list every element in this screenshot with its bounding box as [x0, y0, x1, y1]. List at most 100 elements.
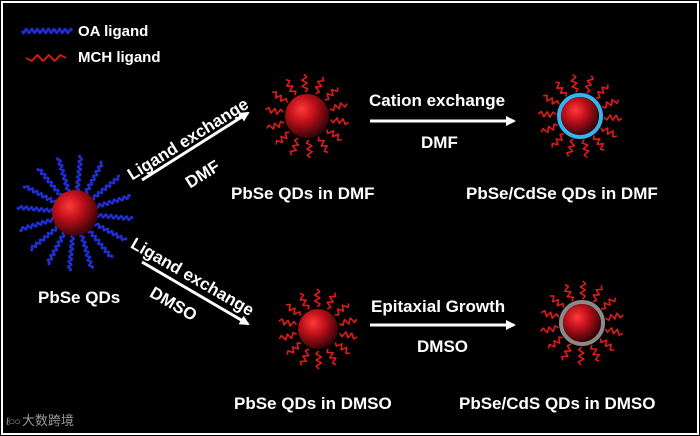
- mch-ligand-chain: [286, 342, 302, 355]
- mch-ligand-chain: [537, 110, 557, 118]
- oa-ligand-chain: [16, 204, 55, 214]
- caption-pbse-dmf: PbSe QDs in DMF: [231, 184, 375, 203]
- mch-ligand-chain: [549, 295, 565, 308]
- mch-ligand-chain: [551, 133, 565, 148]
- mch-ligand-chain: [547, 336, 563, 349]
- qd-core: [561, 97, 599, 135]
- qd-shell: [559, 300, 605, 346]
- oa-ligand-chain: [74, 154, 84, 193]
- oa-ligand-chain: [66, 233, 76, 272]
- caption-pbse-cds-dmso: PbSe/CdS QDs in DMSO: [459, 394, 656, 413]
- mch-ligand-chain: [599, 338, 615, 351]
- mch-ligand-chain: [540, 123, 559, 134]
- oa-ligand-chain: [79, 233, 95, 270]
- mch-ligand-chain: [314, 76, 325, 95]
- mch-ligand-chain: [265, 106, 284, 115]
- label-epitaxial-growth: Epitaxial Growth: [371, 297, 506, 316]
- oa-ligand-chain: [93, 222, 128, 242]
- mch-ligand-chain: [324, 87, 339, 101]
- arrow-ligand-exchange-dmf: [141, 111, 250, 182]
- legend-mch-swatch: [25, 54, 67, 62]
- mch-ligand-chain: [579, 280, 587, 300]
- mch-ligand-chain: [605, 312, 624, 321]
- label-dmf-cation-arrow: DMF: [421, 133, 458, 152]
- mch-ligand-chain: [326, 292, 337, 310]
- caption-pbse-cdse-dmf: PbSe/CdSe QDs in DMF: [466, 184, 658, 203]
- caption-pbse-qds: PbSe QDs: [38, 288, 121, 307]
- qd-mch-cdse-shell: [537, 73, 623, 159]
- mch-ligand-chain: [266, 120, 285, 130]
- mch-ligand-chain: [313, 288, 321, 308]
- oa-ligand-chain: [91, 174, 121, 201]
- mch-ligand-chain: [334, 342, 350, 355]
- mch-ligand-chain: [564, 283, 575, 302]
- mch-ligand-chain: [604, 327, 624, 336]
- oa-ligand-chain: [95, 212, 134, 222]
- mch-ligand-chain: [326, 348, 337, 366]
- mch-ligand-chain: [278, 331, 298, 341]
- mch-ligand-chain: [595, 84, 609, 99]
- mch-ligand-chain: [561, 343, 572, 361]
- mch-ligand-chain: [589, 344, 600, 363]
- mch-ligand-chain: [542, 94, 560, 105]
- mch-ligand-chain: [275, 131, 290, 145]
- label-cation-exchange: Cation exchange: [369, 91, 506, 110]
- oa-ligand-chain: [95, 193, 132, 209]
- mch-ligand-chain: [299, 292, 310, 310]
- oa-ligand-chain: [55, 156, 71, 193]
- oa-ligand-chain: [22, 184, 57, 204]
- mch-ligand-chain: [540, 310, 560, 319]
- oa-ligand-chain: [18, 217, 55, 233]
- qd-core: [285, 94, 329, 138]
- mch-ligand-chain: [272, 91, 288, 103]
- mch-ligand-chain: [334, 303, 350, 316]
- mch-ligand-chain: [600, 127, 618, 138]
- qd-shell: [557, 93, 603, 139]
- oa-ligand-chain: [36, 167, 63, 197]
- mch-ligand-chain: [315, 350, 323, 370]
- mch-ligand-chain: [601, 98, 620, 109]
- mch-ligand-chain: [278, 318, 298, 327]
- mch-ligand-chain: [338, 317, 358, 327]
- mch-ligand-chain: [584, 75, 594, 94]
- oa-ligand-chain: [84, 160, 104, 195]
- legend-mch-label: MCH ligand: [78, 49, 161, 66]
- mch-ligand-chain: [603, 114, 623, 122]
- qd-mch-dmf: [265, 73, 349, 159]
- mch-ligand-chain: [286, 303, 302, 316]
- mch-ligand-chain: [540, 325, 559, 334]
- mch-ligand-chain: [305, 139, 314, 159]
- arrow-ligand-exchange-dmso: [141, 260, 250, 326]
- watermark-logo-icon: ℓ○○: [6, 416, 22, 428]
- mch-ligand-chain: [566, 138, 576, 157]
- mch-ligand-chain: [330, 117, 349, 126]
- mch-ligand-chain: [581, 139, 590, 159]
- qd-core: [298, 309, 338, 349]
- oa-ligand-chain: [29, 225, 59, 252]
- mch-ligand-chain: [577, 346, 585, 366]
- oa-ligand-chain: [46, 231, 66, 266]
- qd-oa-start: [16, 154, 134, 272]
- mch-ligand-chain: [601, 297, 617, 310]
- mch-ligand-chain: [592, 135, 605, 151]
- mch-ligand-chain: [329, 102, 348, 112]
- mch-ligand-chain: [285, 78, 297, 96]
- qd-mch-cds-shell: [540, 280, 624, 366]
- legend-oa-swatch: [20, 27, 74, 35]
- mch-ligand-chain: [555, 81, 568, 97]
- mch-ligand-swatch: [25, 54, 67, 62]
- caption-pbse-dmso: PbSe QDs in DMSO: [234, 394, 392, 413]
- label-dmso-epitaxial-arrow: DMSO: [417, 337, 468, 356]
- mch-ligand-chain: [592, 285, 603, 303]
- mch-ligand-chain: [289, 137, 300, 156]
- watermark: ℓ○○ 大数跨境: [6, 413, 74, 428]
- qd-core: [52, 190, 98, 236]
- mch-ligand-chain: [299, 348, 310, 366]
- oa-ligand-chain: [87, 229, 114, 259]
- mch-ligand-chain: [570, 73, 579, 93]
- mch-ligand-chain: [326, 129, 342, 141]
- mch-ligand-chain: [300, 73, 309, 93]
- mch-ligand-chain: [317, 136, 329, 154]
